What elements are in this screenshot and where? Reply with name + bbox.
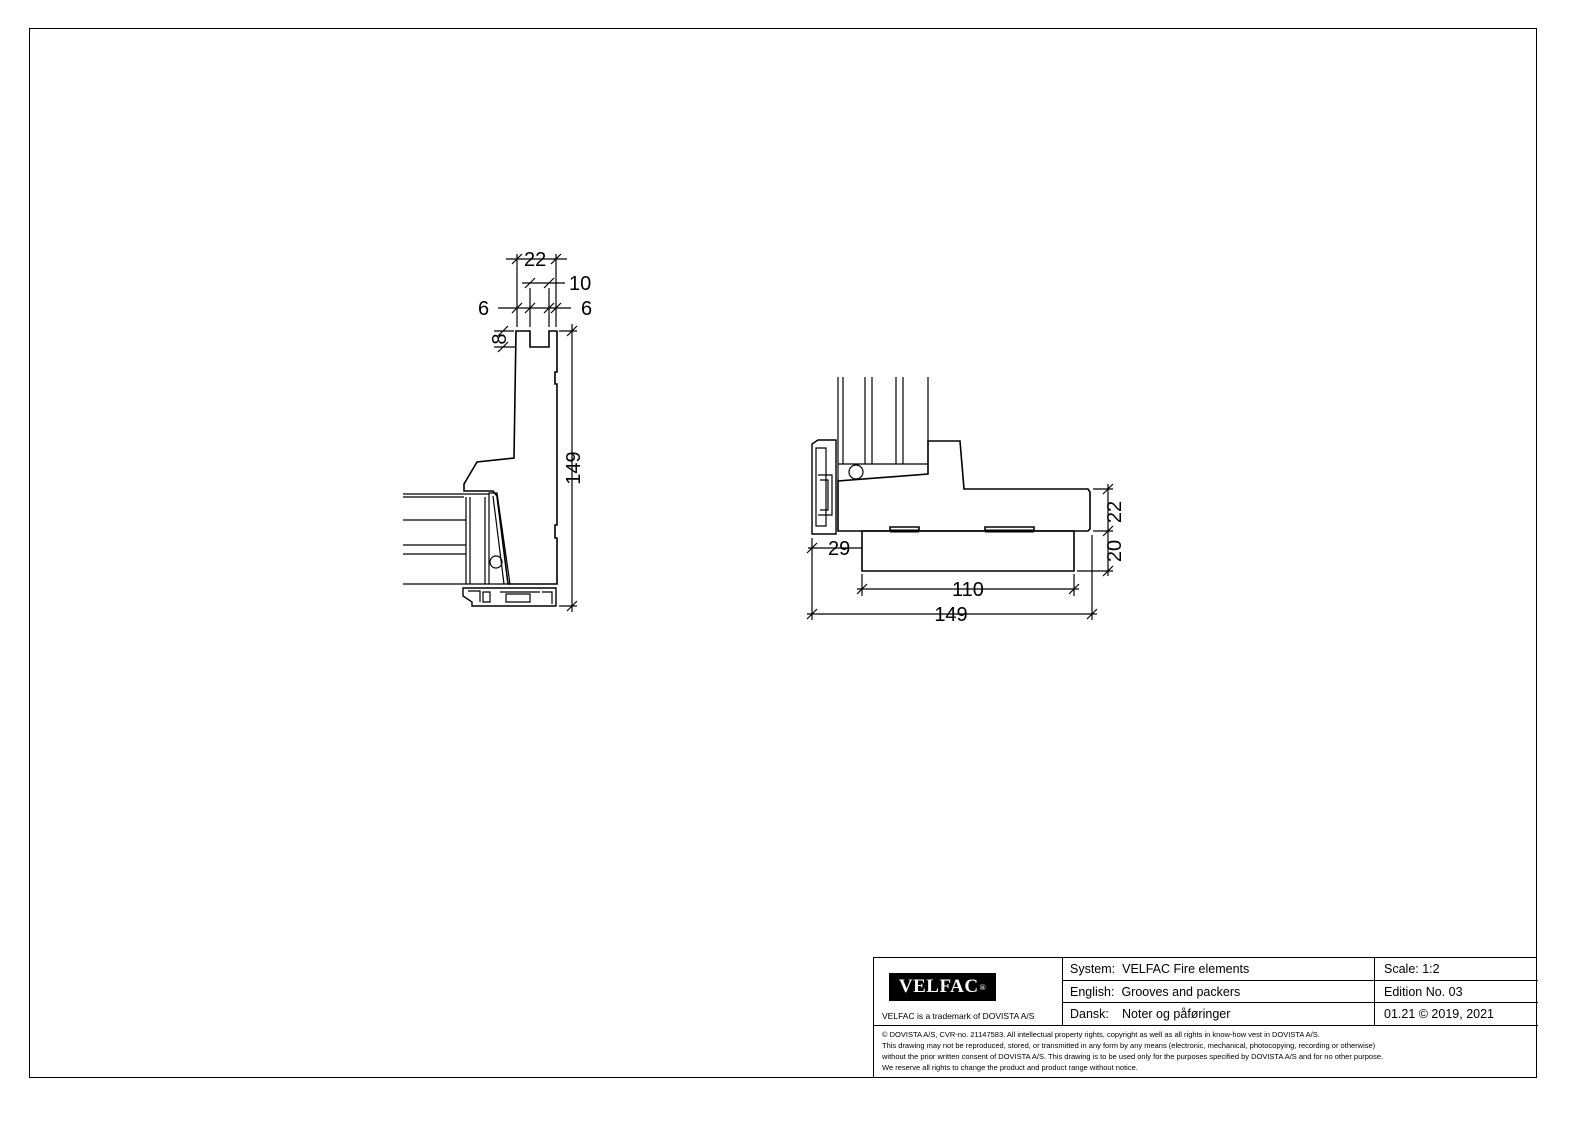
edition: Edition No. 03 <box>1384 985 1463 999</box>
english-title: Grooves and packers <box>1121 985 1241 999</box>
dim-right-lower: 20 <box>1104 540 1126 562</box>
date-copyright: 01.21 © 2019, 2021 <box>1384 1007 1494 1021</box>
scale: Scale: 1:2 <box>1384 962 1440 976</box>
title-block: VELFAC® VELFAC is a trademark of DOVISTA… <box>873 957 1538 1078</box>
dim-groove-width: 10 <box>569 273 591 295</box>
dim-left-offset-29: 29 <box>828 538 850 560</box>
left-frame-section <box>403 253 578 612</box>
trademark-note: VELFAC is a trademark of DOVISTA A/S <box>882 1011 1035 1021</box>
english-row: English: Grooves and packers <box>1070 985 1241 999</box>
dim-groove-depth: 8 <box>489 333 511 344</box>
dim-right-upper: 22 <box>1104 501 1126 523</box>
dim-packer-width: 110 <box>952 579 984 601</box>
dim-top-width: 22 <box>524 249 546 271</box>
dansk-title: Noter og påføringer <box>1122 1007 1231 1021</box>
drawing-frame <box>29 28 1537 1078</box>
dim-right-offset: 6 <box>581 298 592 320</box>
copyright-notice: © DOVISTA A/S, CVR-no. 21147583. All int… <box>882 1030 1384 1072</box>
right-sill-section <box>806 377 1114 620</box>
system-row: System: VELFAC Fire elements <box>1070 962 1250 976</box>
dim-left-offset: 6 <box>478 298 489 320</box>
dim-total-width: 149 <box>934 604 967 626</box>
dim-left-height: 149 <box>563 451 585 484</box>
system-value: VELFAC Fire elements <box>1122 962 1250 976</box>
dansk-row: Dansk:Noter og påføringer <box>1070 1007 1231 1021</box>
velfac-logo: VELFAC® <box>889 973 996 1001</box>
